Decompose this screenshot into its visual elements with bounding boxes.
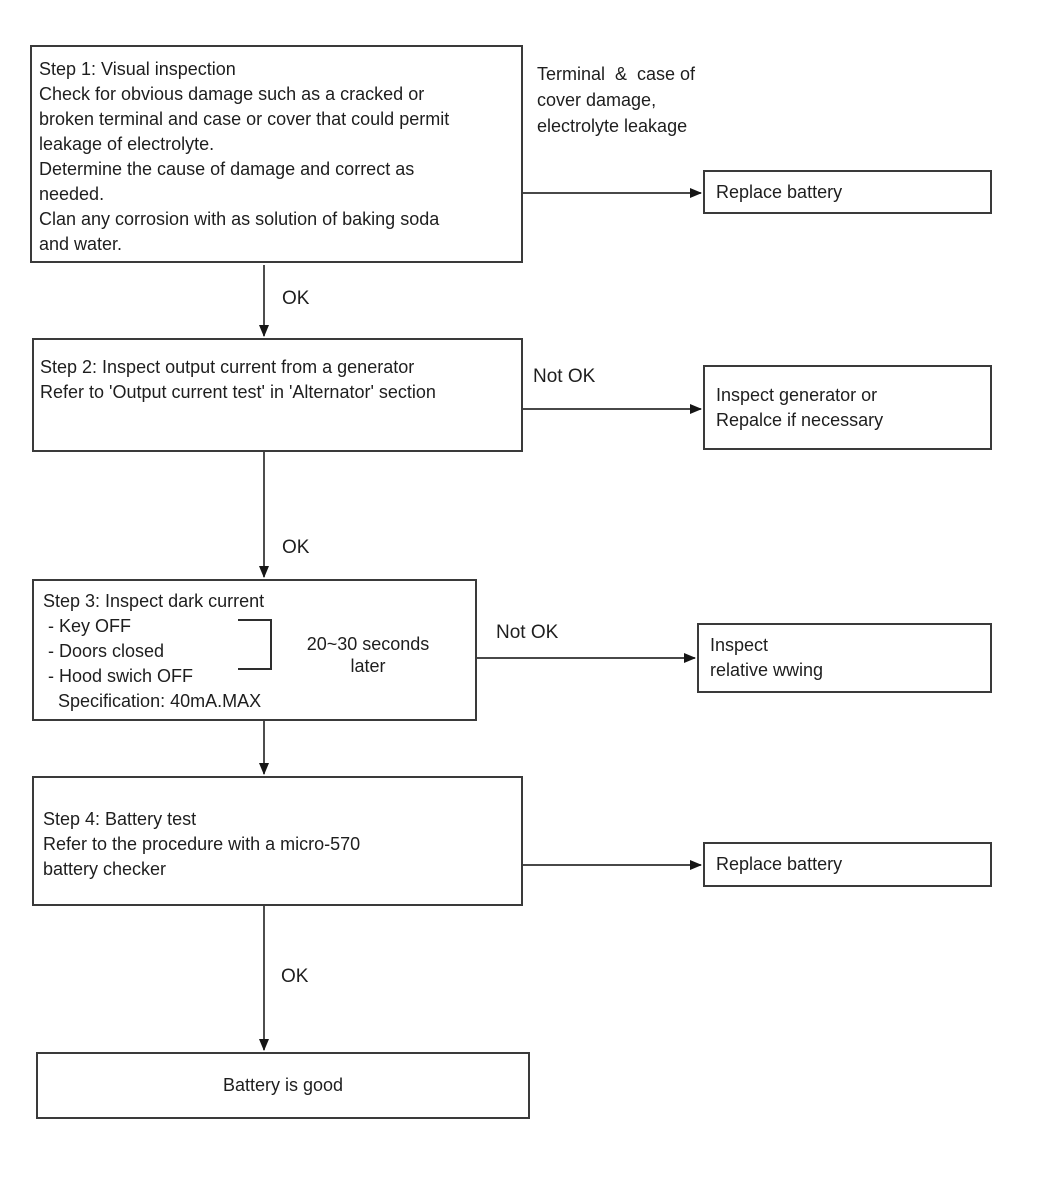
step3-dark-current-box: Step 3: Inspect dark current - Key OFF -… (32, 579, 477, 721)
replace-battery-box-2: Replace battery (703, 842, 992, 887)
replace-battery-box-1: Replace battery (703, 170, 992, 214)
not-ok-label-step2: Not OK (533, 366, 596, 387)
not-ok-label-step3: Not OK (496, 622, 559, 643)
terminal-damage-note: Terminal & case of cover damage, electro… (537, 64, 696, 136)
step1-visual-inspection-box: Step 1: Visual inspection Check for obvi… (30, 45, 523, 263)
ok-label-step4-final: OK (281, 966, 309, 987)
ok-label-step2-step3: OK (282, 537, 310, 558)
inspect-wiring-box: Inspect relative wwing (697, 623, 992, 693)
inspect-generator-box: Inspect generator or Repalce if necessar… (703, 365, 992, 450)
step4-battery-test-box: Step 4: Battery test Refer to the proced… (32, 776, 523, 906)
step2-output-current-box: Step 2: Inspect output current from a ge… (32, 338, 523, 452)
battery-good-box: Battery is good (36, 1052, 530, 1119)
ok-label-step1-step2: OK (282, 288, 310, 309)
delay-note: 20~30 seconds later (306, 634, 430, 676)
